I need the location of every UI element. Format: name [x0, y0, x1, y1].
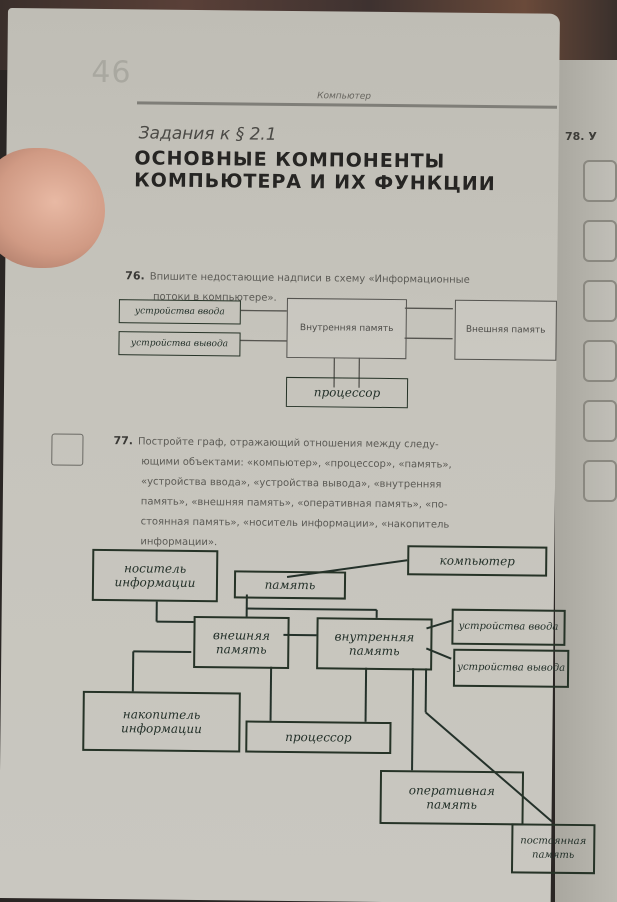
next-page-number: 78. У [565, 130, 597, 143]
node-ram: оперативная память [379, 769, 525, 826]
node-memory: память [233, 570, 347, 600]
adjacent-page: 78. У [555, 60, 617, 902]
question-76-diagram-lines [240, 307, 453, 388]
node-carrier: носитель информации [91, 548, 219, 603]
node-input-devices: устройства ввода [451, 608, 566, 646]
node-computer: компьютер [407, 545, 548, 577]
node-storage: накопитель информации [82, 690, 241, 753]
node-external-memory: внешняя память [193, 615, 290, 669]
node-rom: постоянная память [510, 823, 596, 875]
node-internal-memory: внутренняя память [316, 617, 433, 671]
thumb [0, 148, 105, 268]
textbook-page: 46 Компьютер Задания к § 2.1 ОСНОВНЫЕ КО… [0, 8, 596, 902]
node-output-devices: устройства вывода [452, 648, 570, 688]
node-processor: процессор [245, 720, 392, 755]
question-77-graph-edges [131, 559, 556, 825]
